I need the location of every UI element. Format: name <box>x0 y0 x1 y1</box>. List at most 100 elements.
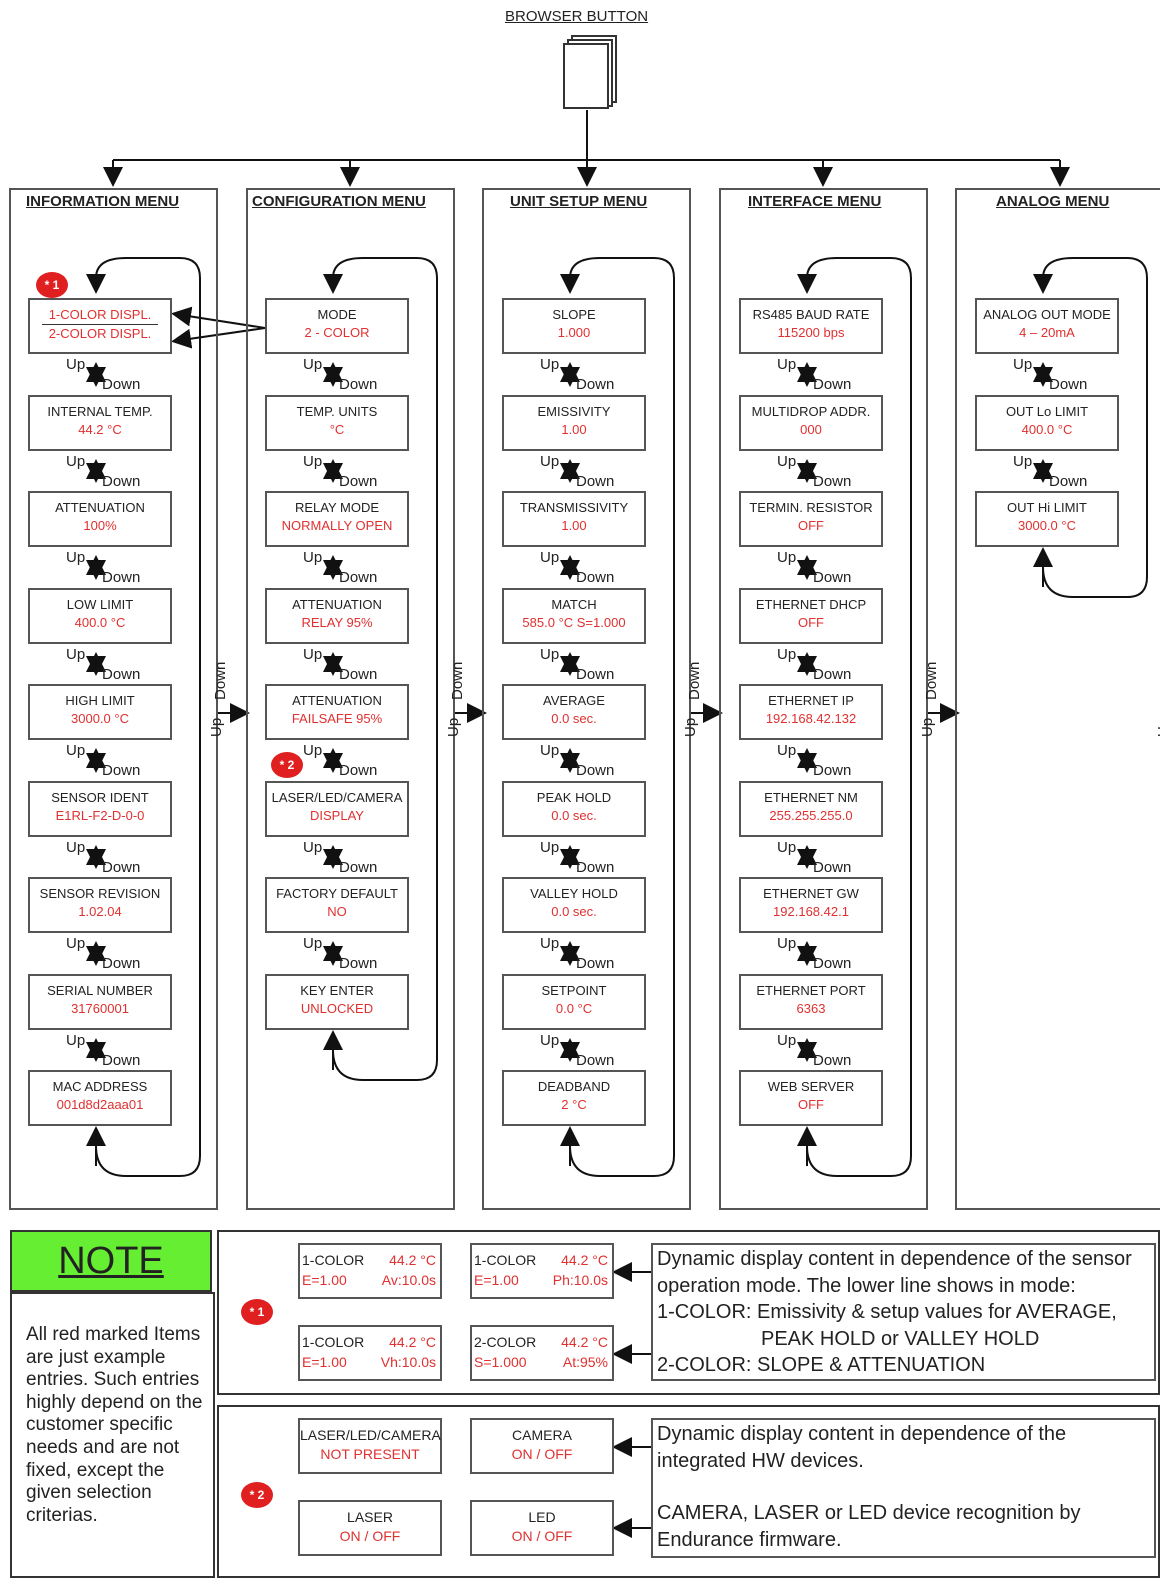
down-label: Down <box>813 955 852 972</box>
menu-item-label: INTERNAL TEMP. <box>47 404 153 419</box>
down-label: Down <box>102 955 141 972</box>
unit-setup-menu-title: UNIT SETUP MENU <box>510 193 648 210</box>
menu-item-label: MULTIDROP ADDR. <box>751 404 871 419</box>
menu-item-label: SLOPE <box>552 307 596 322</box>
display-example-camera: CAMERA ON / OFF <box>470 1418 614 1474</box>
up-label: Up <box>540 742 560 759</box>
menu-item-value: 1.00 <box>561 422 587 437</box>
down-label: Down <box>813 473 852 490</box>
menu-item-label: SENSOR IDENT <box>51 790 149 805</box>
up-label: Up <box>303 839 323 856</box>
footnote-2-panel-badge: * 2 <box>241 1482 273 1508</box>
menu-0-item-0: 1-COLOR DISPL.2-COLOR DISPL. <box>28 298 172 354</box>
menu-item-label: HIGH LIMIT <box>65 693 135 708</box>
up-label: Up <box>303 646 323 663</box>
menu-item-value: OFF <box>798 1097 824 1112</box>
down-label: Down <box>1049 376 1088 393</box>
up-label: Up <box>777 549 797 566</box>
down-label: Down <box>813 569 852 586</box>
up-label: Up <box>1013 453 1033 470</box>
menu-3-item-0: RS485 BAUD RATE 115200 bps <box>739 298 883 354</box>
menu-item-label: OUT Lo LIMIT <box>1005 404 1089 419</box>
down-label: Down <box>1049 473 1088 490</box>
footnote-2-description: Dynamic display content in dependence of… <box>651 1418 1156 1558</box>
analog-menu-column <box>955 188 1160 1210</box>
up-label: Up <box>66 839 86 856</box>
up-label: Up <box>777 453 797 470</box>
unit-setup-menu-column <box>482 188 691 1210</box>
loop-up-label: Up <box>919 717 936 737</box>
loop-up-label: Up <box>208 717 225 737</box>
display-example-laser: LASER ON / OFF <box>298 1500 442 1556</box>
menu-0-item-2: ATTENUATION 100% <box>28 491 172 547</box>
menu-item-label: ATTENUATION <box>55 500 145 515</box>
up-label: Up <box>303 549 323 566</box>
up-label: Up <box>66 935 86 952</box>
menu-item-label: ETHERNET IP <box>768 693 854 708</box>
up-label: Up <box>777 646 797 663</box>
loop-up-label: Up <box>1155 717 1160 737</box>
menu-item-value: °C <box>329 422 345 437</box>
down-label: Down <box>813 762 852 779</box>
menu-item-label: ETHERNET GW <box>763 886 859 901</box>
menu-item-label: MAC ADDRESS <box>52 1079 148 1094</box>
up-label: Up <box>303 453 323 470</box>
display-example-average: 1-COLOR 44.2 °C E=1.00 Av:10.0s <box>298 1243 442 1299</box>
menu-item-label: MATCH <box>551 597 597 612</box>
menu-item-value: DISPLAY <box>310 808 364 823</box>
menu-3-item-1: MULTIDROP ADDR.000 <box>739 395 883 451</box>
loop-down-label: Down <box>923 661 940 700</box>
up-label: Up <box>303 742 323 759</box>
loop-down-label: Down <box>212 661 229 700</box>
display-example-not-present: LASER/LED/CAMERA NOT PRESENT <box>298 1418 442 1474</box>
menu-item-label: ATTENUATION <box>292 597 382 612</box>
menu-item-value: 0.0 °C <box>555 1001 593 1016</box>
up-label: Up <box>540 839 560 856</box>
down-label: Down <box>102 859 141 876</box>
menu-item-label: SENSOR REVISION <box>39 886 161 901</box>
menu-item-value: OFF <box>798 615 824 630</box>
up-label: Up <box>777 742 797 759</box>
down-label: Down <box>339 955 378 972</box>
interface-menu-title: INTERFACE MENU <box>748 193 882 210</box>
down-label: Down <box>102 376 141 393</box>
menu-item-label: MODE <box>317 307 357 322</box>
menu-item-value: 100% <box>83 518 117 533</box>
menu-item-value: 3000.0 °C <box>1018 518 1076 533</box>
display-example-two-color: 2-COLOR 44.2 °C S=1.000 At:95% <box>470 1325 614 1381</box>
menu-item-label: ETHERNET PORT <box>756 983 866 998</box>
down-label: Down <box>102 569 141 586</box>
menu-item-value: 115200 bps <box>777 325 845 340</box>
menu-item-value: 400.0 °C <box>1021 422 1073 437</box>
menu-item-value: 2 - COLOR <box>304 325 370 340</box>
browser-button-icon[interactable] <box>558 34 622 110</box>
menu-item-value: 2 °C <box>561 1097 587 1112</box>
down-label: Down <box>576 1052 615 1069</box>
down-label: Down <box>576 569 615 586</box>
menu-item-label: TERMIN. RESISTOR <box>749 500 873 515</box>
menu-item-value: 1.00 <box>561 518 587 533</box>
menu-item-label: FACTORY DEFAULT <box>276 886 398 901</box>
menu-1-item-0: MODE 2 - COLOR <box>265 298 409 354</box>
menu-item-label: RS485 BAUD RATE <box>752 307 870 322</box>
down-label: Down <box>576 376 615 393</box>
down-label: Down <box>813 859 852 876</box>
menu-item-label: KEY ENTER <box>300 983 374 998</box>
menu-item-label: 1-COLOR DISPL. <box>42 306 158 325</box>
loop-up-label: Up <box>445 717 462 737</box>
